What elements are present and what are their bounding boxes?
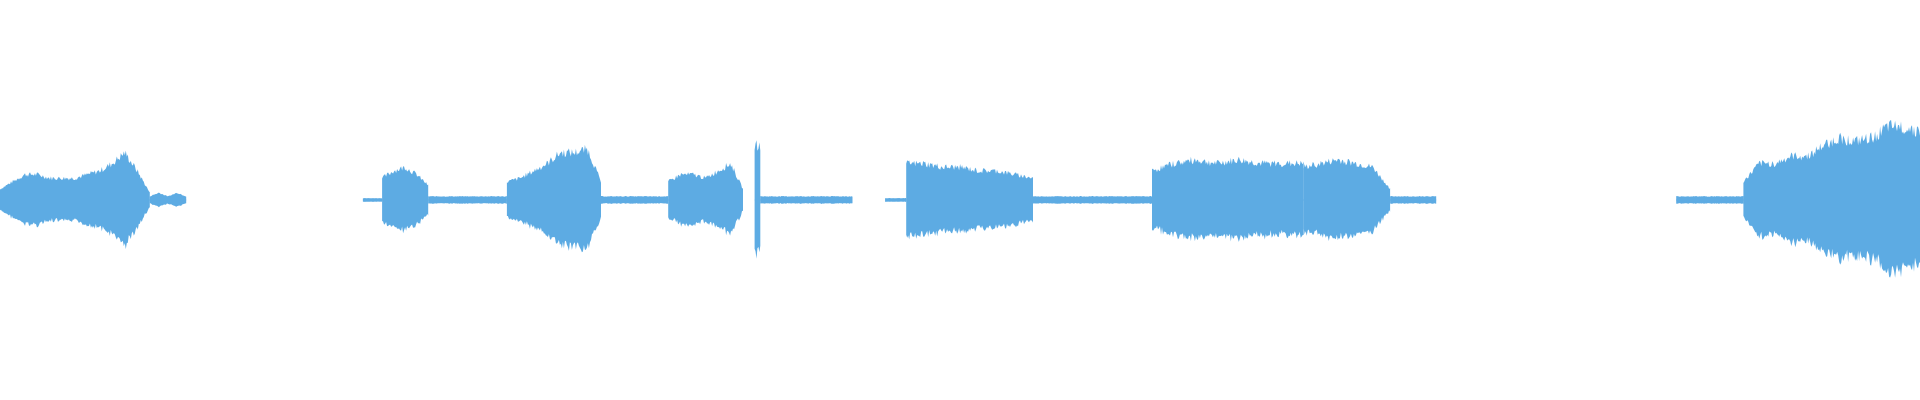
waveform-segment-7 xyxy=(668,163,743,236)
waveform-segment-17 xyxy=(1743,120,1920,278)
waveform-segment-13 xyxy=(1152,156,1304,242)
waveform-segments xyxy=(0,120,1920,278)
waveform-segment-5 xyxy=(506,144,601,253)
